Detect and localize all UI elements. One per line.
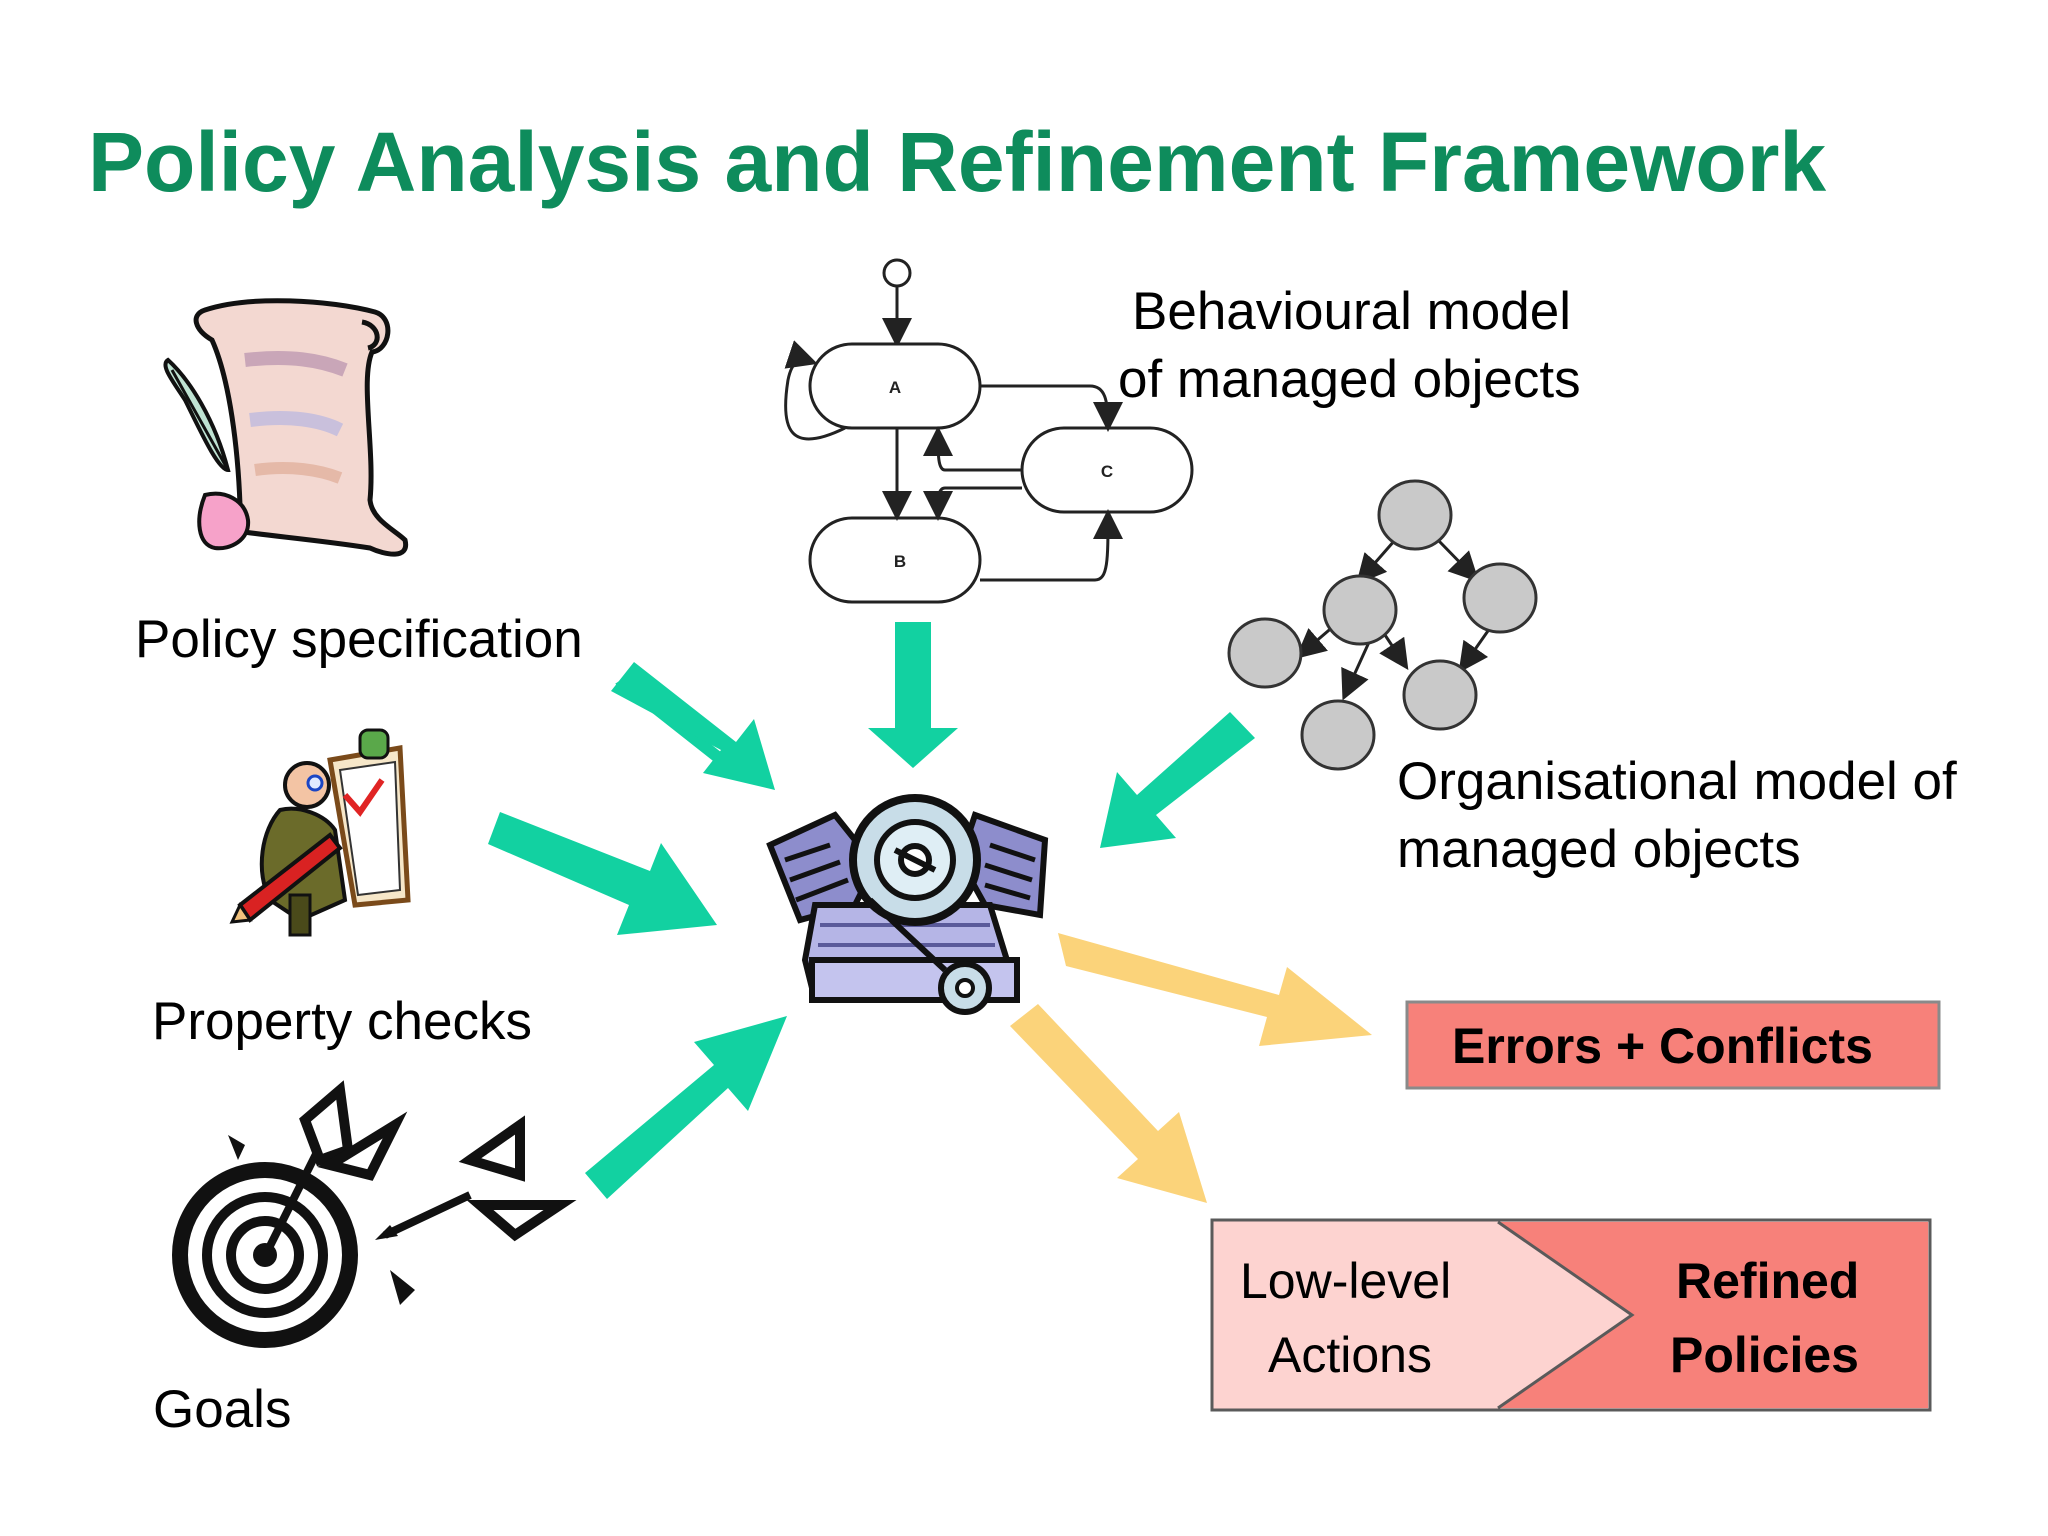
tree-node [1402,659,1478,731]
errors-conflicts-label: Errors + Conflicts [1452,1018,1873,1074]
state-diagram: A C B [784,258,1194,604]
slide-title: Policy Analysis and Refinement Framework [88,115,1827,209]
arrow-organisational-model [1100,712,1255,848]
tree-node [1227,617,1303,689]
organisational-model-label-line1: Organisational model of [1397,752,1957,811]
arrow-goals [585,1016,787,1199]
errors-conflicts-box [1405,1000,1941,1090]
state-c-label: C [1101,462,1113,481]
refined-policies-box [1498,1222,1928,1408]
tree-node [1322,574,1398,646]
organisational-model-label-line2: managed objects [1397,820,1801,879]
behavioural-model-label-line1: Behavioural model [1132,282,1571,341]
tree-node [1300,699,1376,771]
state-b-label: B [894,552,906,571]
scroll-quill-icon [163,298,409,557]
behavioural-model-label-line2: of managed objects [1118,350,1581,409]
property-checks-label: Property checks [152,992,532,1051]
arrow-property-checks [488,812,717,935]
low-level-label-line1: Low-level [1240,1253,1452,1309]
engine-icon [766,794,1049,1015]
arrow-to-errors [1058,933,1372,1046]
policy-specification-label: Policy specification [135,610,583,669]
target-darts-icon [172,1080,577,1348]
tree-node [1377,479,1453,551]
low-level-label-line2: Actions [1268,1327,1432,1383]
arrow-policy-spec [611,662,775,790]
refined-label-line2: Policies [1670,1327,1859,1383]
checklist-person-icon [229,728,411,937]
organisational-tree [1227,479,1538,771]
goals-label: Goals [153,1380,292,1439]
tree-node [1462,562,1538,634]
refined-label-line1: Refined [1676,1253,1860,1309]
arrow-behavioural-model [868,622,958,768]
arrow-to-refined [1010,1004,1207,1203]
state-a-label: A [889,378,901,397]
